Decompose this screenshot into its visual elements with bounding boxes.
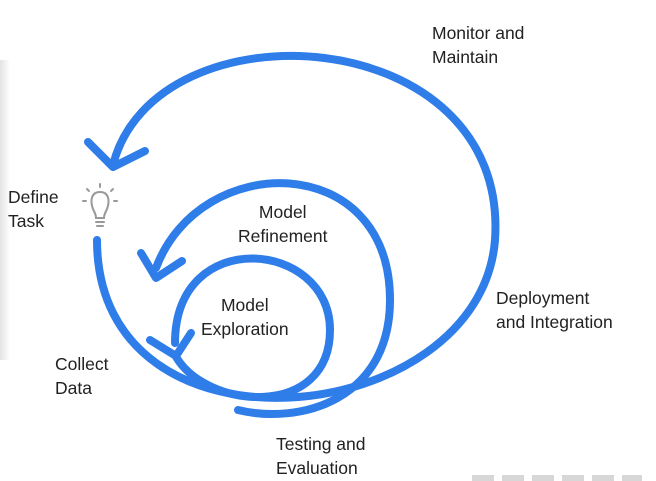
label-refinement-line1: Model bbox=[258, 202, 307, 222]
label-define-task: Define Task bbox=[8, 185, 59, 233]
label-model-exploration: Model Exploration bbox=[201, 293, 289, 341]
left-edge-shadow bbox=[0, 60, 10, 360]
label-monitor-line1: Monitor and bbox=[432, 23, 525, 43]
lightbulb-icon bbox=[82, 183, 118, 227]
label-deployment-line1: Deployment bbox=[496, 288, 590, 308]
label-refinement-line2: Refinement bbox=[238, 226, 328, 246]
label-testing-line1: Testing and bbox=[276, 434, 366, 454]
label-deployment-integration: Deployment and Integration bbox=[496, 286, 613, 334]
label-deployment-line2: and Integration bbox=[496, 312, 613, 332]
label-collect-line1: Collect bbox=[55, 354, 109, 374]
outer-loop-arrow bbox=[93, 51, 500, 402]
label-collect-data: Collect Data bbox=[55, 352, 109, 400]
label-collect-line2: Data bbox=[55, 378, 92, 398]
label-monitor-maintain: Monitor and Maintain bbox=[432, 21, 524, 69]
label-testing-evaluation: Testing and Evaluation bbox=[276, 432, 366, 480]
label-model-refinement: Model Refinement bbox=[238, 200, 328, 248]
label-exploration-line1: Model bbox=[220, 295, 269, 315]
inner-arrowhead bbox=[146, 329, 195, 360]
outer-arrowhead bbox=[84, 138, 149, 171]
inner-loop-arrow bbox=[171, 254, 334, 402]
label-define-line2: Task bbox=[8, 211, 44, 231]
middle-arrowhead bbox=[137, 249, 186, 282]
middle-loop-arrow bbox=[152, 179, 394, 419]
bottom-edge-artifact bbox=[472, 475, 642, 481]
label-exploration-line2: Exploration bbox=[201, 319, 289, 339]
label-monitor-line2: Maintain bbox=[432, 47, 499, 67]
label-define-line1: Define bbox=[8, 187, 59, 207]
label-testing-line2: Evaluation bbox=[276, 458, 358, 478]
